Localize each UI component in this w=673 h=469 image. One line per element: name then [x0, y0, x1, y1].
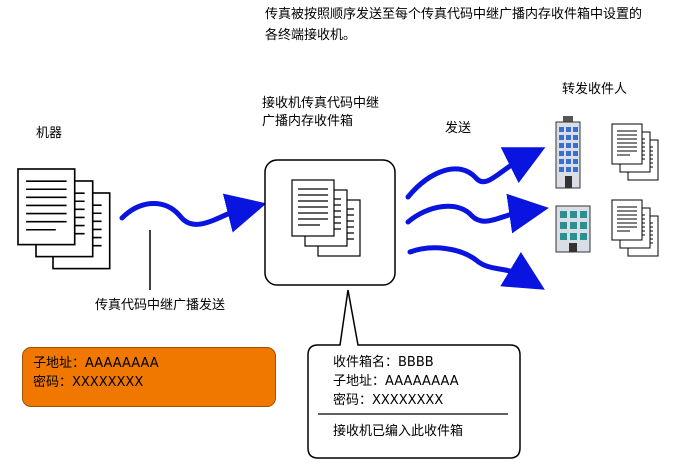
sender-settings-box: 子地址：AAAAAAAA 密码：XXXXXXXX: [22, 347, 276, 407]
forward-arrow-2: [405, 193, 549, 234]
recipient-documents-icon-2: [611, 199, 659, 257]
office-building-icon: [555, 116, 581, 189]
machine-documents-icon: [17, 168, 111, 270]
send-arrow-1: [119, 193, 267, 233]
diagram-title: 传真被按照顺序发送至每个传真代码中继广播内存收件箱中设置的各终端接收机。: [265, 7, 643, 43]
forward-recipients-label: 转发收件人: [562, 82, 628, 97]
callout-password: 密码：XXXXXXXX: [333, 393, 444, 408]
relay-box-label-line2: 广播内存收件箱: [262, 114, 354, 129]
forward-arrow-3: [407, 245, 545, 290]
forward-arrow-1: [405, 147, 546, 200]
send-label: 发送: [445, 121, 472, 136]
building-icon: [555, 205, 591, 253]
callout-sub-address: 子地址：AAAAAAAA: [333, 374, 459, 389]
callout-bubble: [307, 289, 521, 459]
machine-label: 机器: [36, 126, 63, 141]
sender-password: 密码：XXXXXXXX: [33, 375, 144, 390]
sender-sub-address: 子地址：AAAAAAAA: [33, 356, 159, 371]
callout-note: 接收机已编入此收件箱: [333, 424, 464, 439]
relay-box-label-line1: 接收机传真代码中继: [262, 96, 380, 111]
relay-broadcast-send-label: 传真代码中继广播发送: [95, 298, 226, 313]
recipient-documents-icon-1: [611, 123, 659, 181]
callout-box-name: 收件箱名：BBBB: [333, 355, 434, 370]
